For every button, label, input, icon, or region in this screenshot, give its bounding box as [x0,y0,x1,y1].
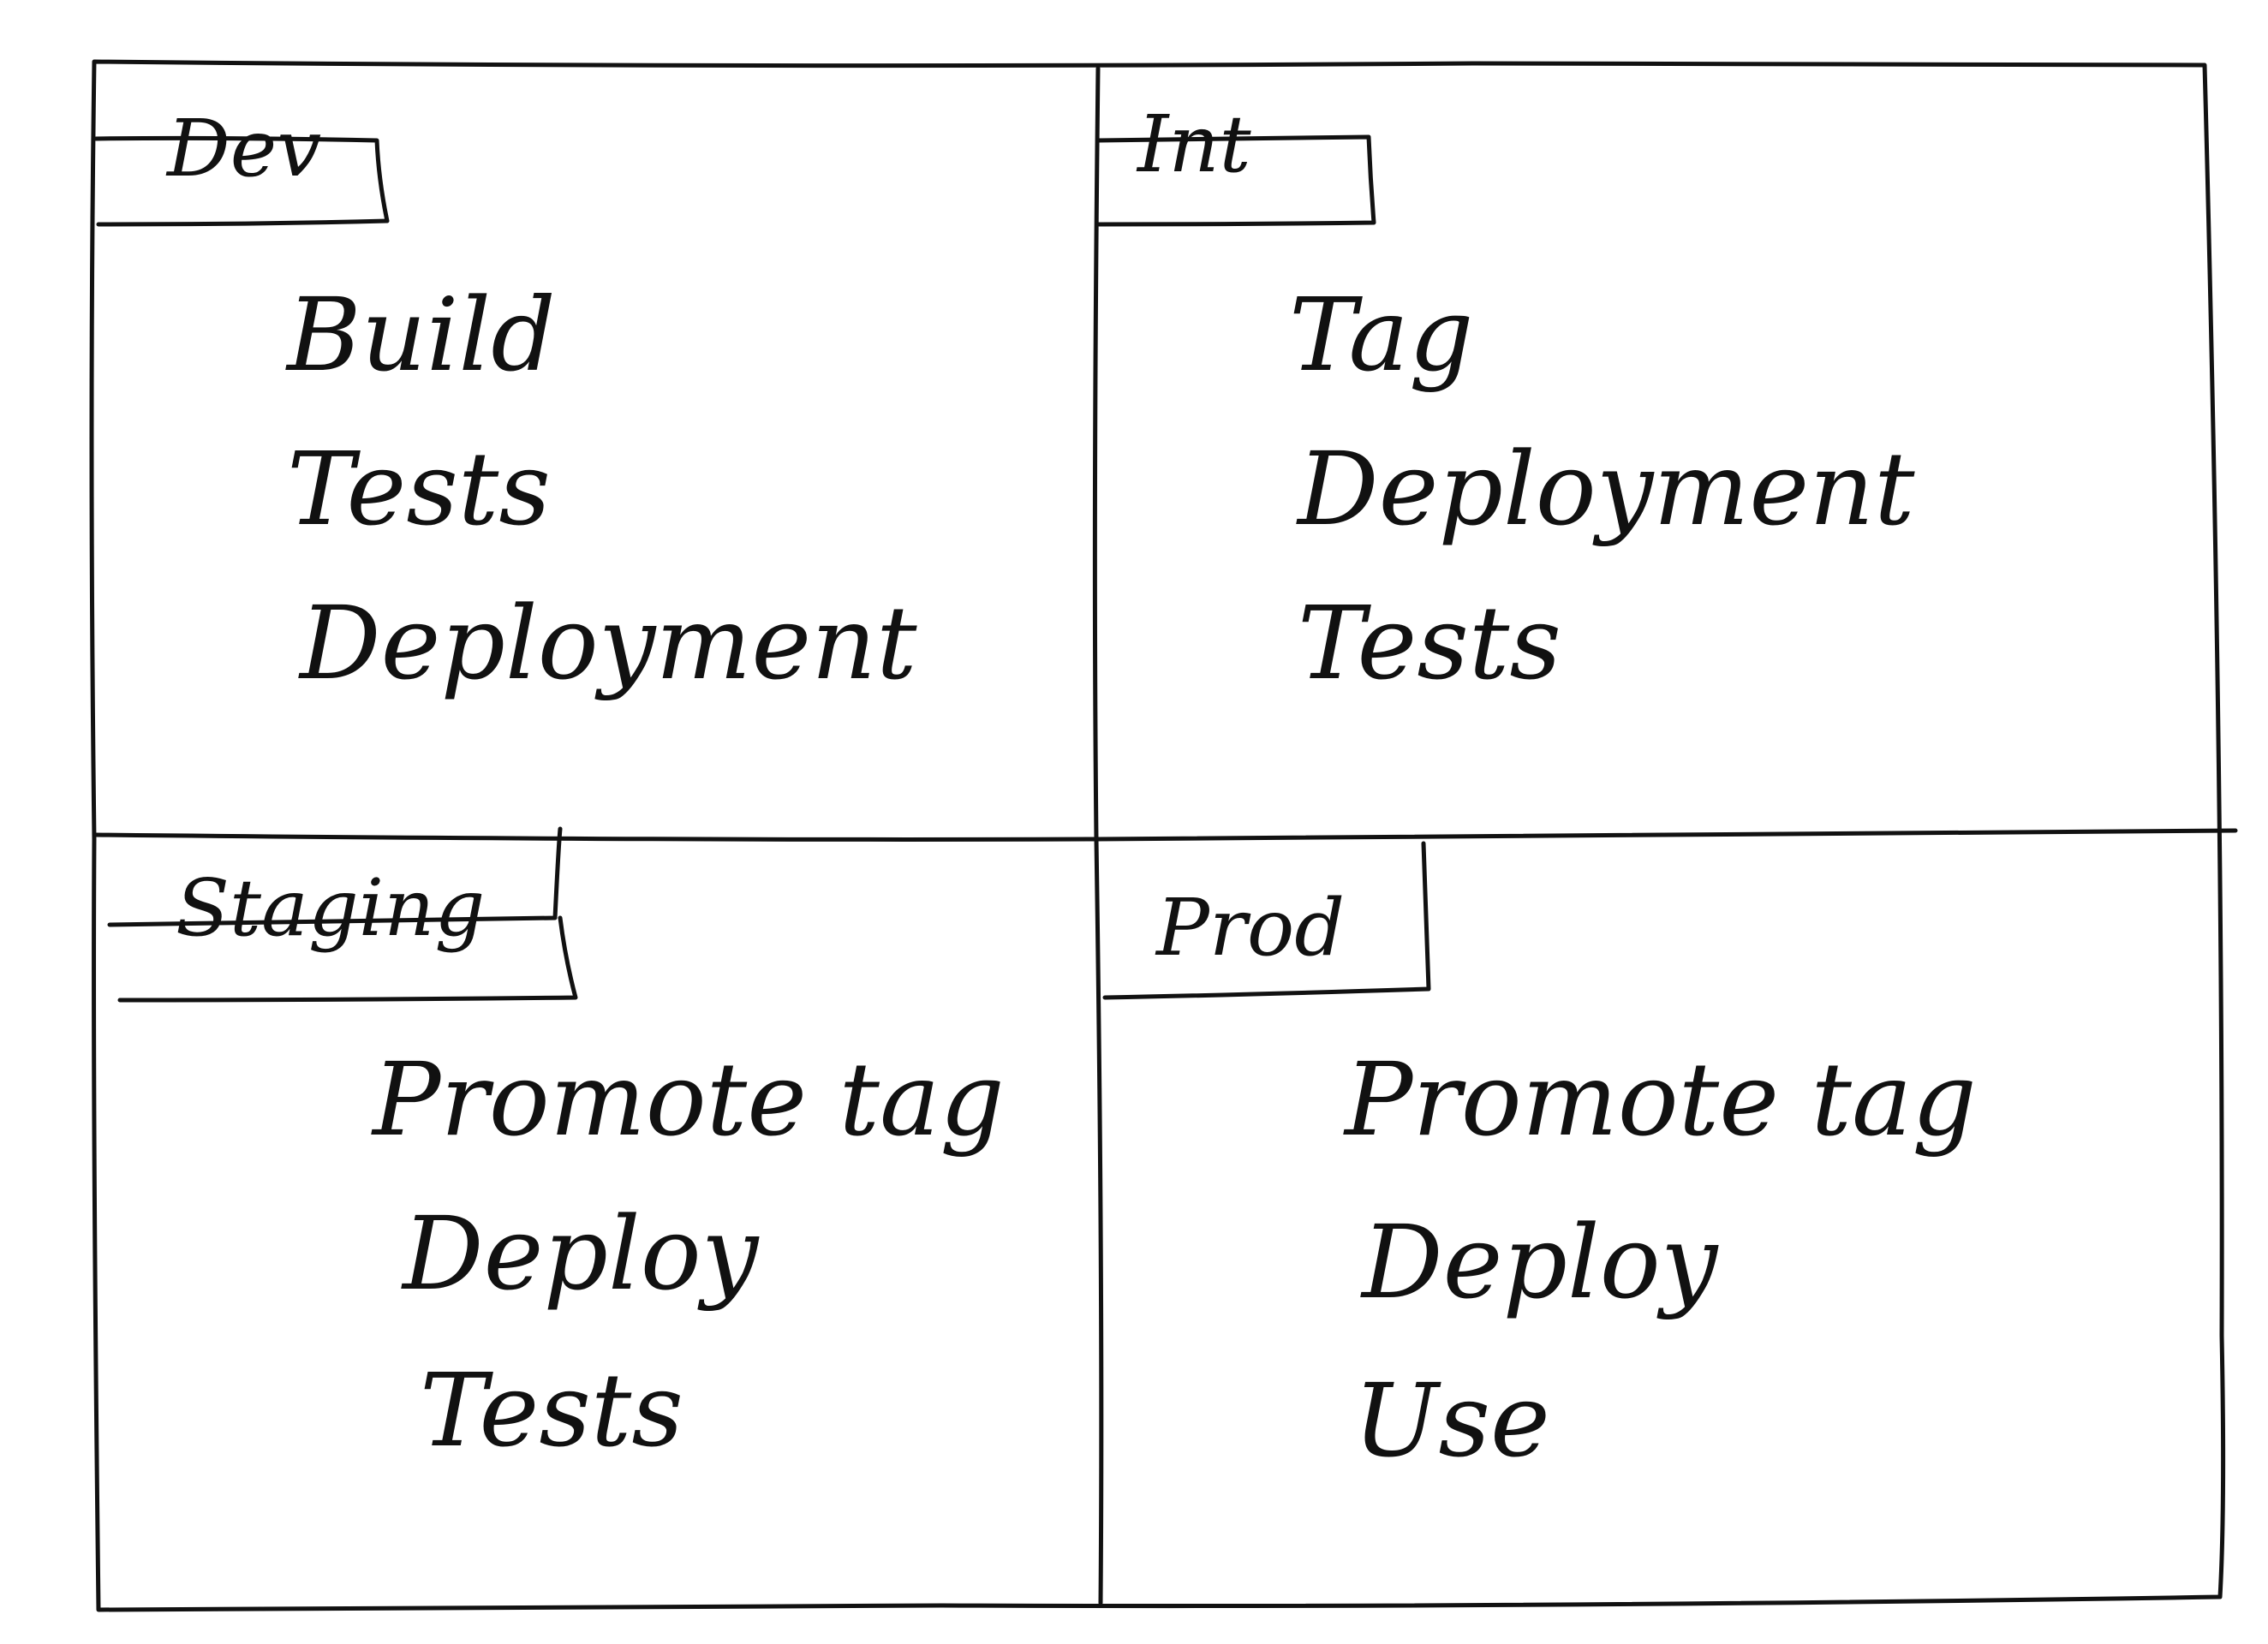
stage-tab-staging [107,826,578,1003]
stage-tab-label: Staging [176,862,485,954]
stage-panel-prod: Prod Promote tag Deploy Use [1102,841,1977,1480]
outer-frame [89,59,2226,1612]
vertical-divider [1092,66,1104,1605]
stage-tab-int [1095,134,1376,227]
stage-panel-staging: Staging Promote tag Deploy Tests [107,826,1005,1469]
stage-tab-label: Dev [165,103,321,194]
stage-tab-label: Int [1136,98,1252,190]
stage-tab-prod [1102,841,1431,1000]
step-item: Deploy [1360,1203,1719,1321]
stage-tab-label: Prod [1155,882,1345,974]
horizontal-divider [93,828,2238,842]
stage-tab-dev [93,135,390,227]
step-item: Deploy [401,1194,760,1313]
step-item: Tests [1298,584,1561,702]
step-item: Promote tag [371,1040,1005,1159]
step-item: Tests [287,430,551,548]
step-item: Promote tag [1343,1040,1977,1159]
stage-panel-dev: Dev Build Tests Deployment [93,103,917,702]
step-item: Use [1353,1361,1550,1480]
step-item: Tag [1289,276,1473,394]
step-item: Deployment [298,584,917,702]
stage-panel-int: Int Tag Deployment Tests [1095,98,1915,702]
step-item: Build [285,276,556,394]
step-item: Tests [420,1351,683,1469]
step-item: Deployment [1296,430,1915,548]
